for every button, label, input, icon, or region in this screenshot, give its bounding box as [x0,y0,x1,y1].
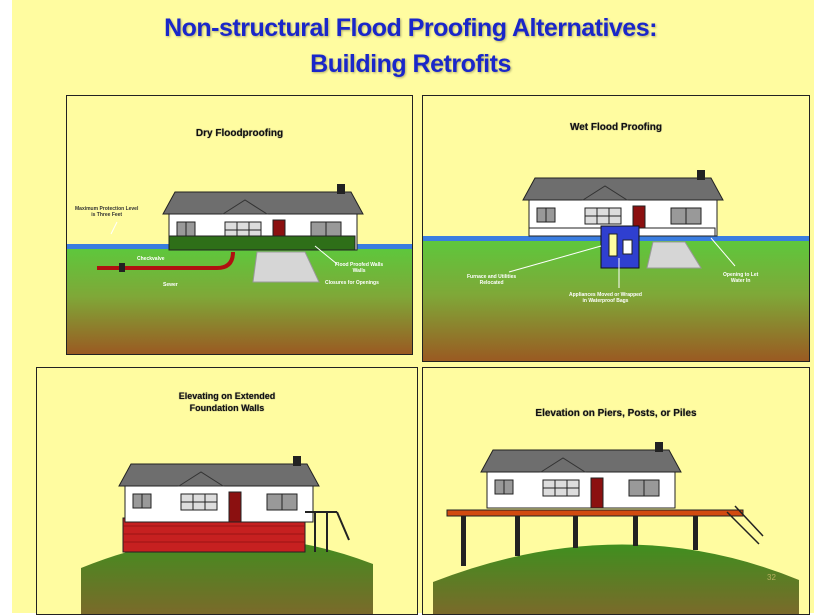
label-appliances-moved: Appliances Moved or Wrapped in Waterproo… [569,292,642,304]
driveway [646,241,702,269]
furnace-icon [608,233,618,257]
flood-wall [168,235,356,251]
elevating-illustration [37,368,417,614]
label-flood-proofed-walls: Flood Proofed Walls Walls [335,262,384,274]
slide-title: Non-structural Flood Proofing Alternativ… [164,14,657,42]
panel-dry-floodproofing: Dry Floodproofing Maximum Protection Lev… [66,95,413,355]
page-number: 32 [767,573,776,582]
hill [81,536,373,614]
label-furnace-utilities-relocated: Furnace and Utilities Relocated [467,274,517,286]
right-edge [814,0,821,613]
label-opening-to-let-water-in: Opening to Let Water In [723,272,759,284]
driveway [252,251,320,283]
hill [433,544,799,614]
dry-floodproofing-title: Dry Floodproofing [195,128,284,139]
brick-foundation [122,517,306,553]
label-sewer: Sewer [163,282,178,288]
label-max-protection-level: Maximum Protection Level is Three Feet [75,206,139,218]
stairs [726,505,764,545]
check-valve-icon [119,263,125,272]
house [118,455,320,523]
wet-flood-proofing-illustration [423,96,809,361]
panel-wet-flood-proofing: Wet Flood Proofing Furnace and Utilities… [422,95,810,362]
wet-flood-proofing-title: Wet Flood Proofing [569,122,663,133]
dry-floodproofing-illustration [67,96,412,354]
appliance-icon [622,239,633,255]
flooded-basement [600,225,640,269]
label-closures-for-openings: Closures for Openings [325,280,379,286]
stairs [305,511,350,552]
slide-subtitle: Building Retrofits [310,50,511,78]
house [480,441,682,509]
piers [461,516,698,566]
label-check-valve: Checkvalve [137,256,165,262]
panel-elevating-foundation-walls: Elevating on Extended Foundation Walls [36,367,418,615]
panel-elevation-piers: 32 Elevation on Piers, Posts, or Piles [422,367,810,615]
elevation-piers-title: Elevation on Piers, Posts, or Piles [535,408,697,419]
sewer-pipe [97,251,235,270]
elevation-piers-illustration: 32 [423,368,809,614]
elevating-title: Elevating on Extended Foundation Walls [178,391,276,413]
left-edge [0,0,12,613]
deck-platform [446,509,744,517]
